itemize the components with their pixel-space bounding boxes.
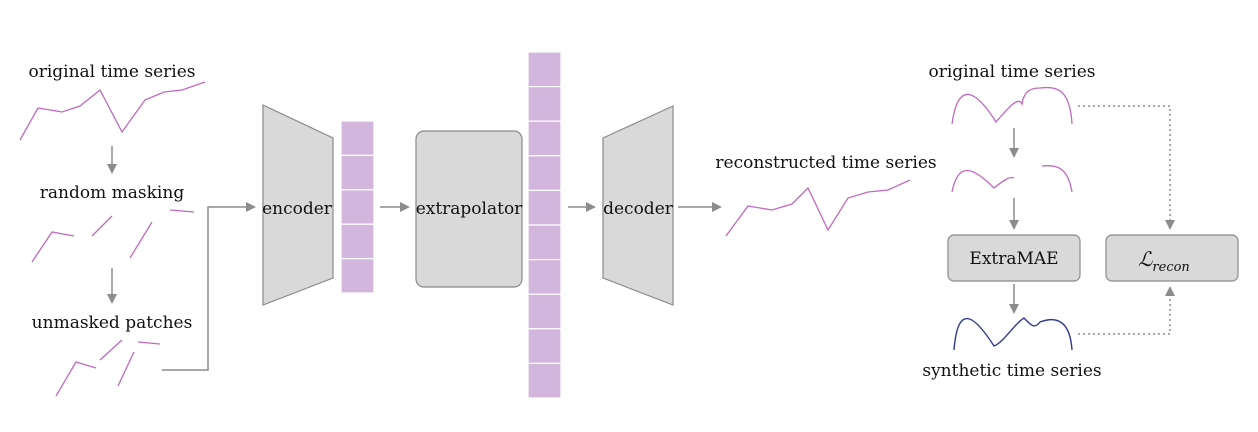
extramae-block [947, 234, 1081, 282]
latent-token [340, 258, 375, 294]
latent-token [340, 154, 375, 191]
loss-block [1105, 234, 1239, 282]
extrapolated-token [527, 224, 562, 261]
synthetic-label: synthetic time series [922, 361, 1101, 381]
right-original-series [951, 86, 1073, 125]
extrapolator-block [415, 130, 523, 288]
original-to-loss-dotted [1078, 105, 1175, 230]
extrapolated-token [527, 362, 562, 399]
encoder-block [262, 104, 334, 306]
reconstructed-label: reconstructed time series [715, 153, 936, 173]
loss-label: ℒrecon [1138, 247, 1190, 275]
synthetic-series [953, 317, 1073, 351]
right-original-label: original time series [928, 62, 1095, 82]
reconstructed-series [725, 179, 911, 237]
extrapolated-token [527, 51, 562, 88]
extramae-label: ExtraMAE [969, 249, 1058, 269]
encoder-latent-tokens [340, 120, 375, 294]
loss-symbol: ℒ [1138, 247, 1153, 271]
loss-subscript: recon [1152, 260, 1189, 275]
left-original-series [19, 81, 206, 141]
decoder-block [602, 105, 674, 306]
latent-token [340, 223, 375, 260]
latent-token [340, 120, 375, 157]
left-unmasked-patches [55, 339, 161, 397]
left-original-label: original time series [28, 62, 195, 82]
left-masked-segments [31, 209, 195, 263]
extrapolator-label: extrapolator [416, 199, 523, 219]
extrapolated-token [527, 293, 562, 330]
extrapolated-token [527, 155, 562, 192]
patches-to-encoder-arrow [162, 202, 256, 371]
extrapolated-token [527, 259, 562, 295]
left-unmasked-label: unmasked patches [32, 313, 193, 333]
extrapolated-token [527, 85, 562, 122]
left-masking-label: random masking [40, 183, 185, 203]
extrapolated-token [527, 120, 562, 157]
latent-token [340, 189, 375, 225]
extrapolated-tokens [527, 51, 562, 399]
decoder-label: decoder [603, 199, 674, 219]
synthetic-to-loss-dotted [1078, 286, 1175, 335]
right-masked-series [951, 164, 1073, 193]
extrapolated-token [527, 328, 562, 364]
extrapolated-token [527, 189, 562, 226]
encoder-label: encoder [262, 199, 333, 219]
